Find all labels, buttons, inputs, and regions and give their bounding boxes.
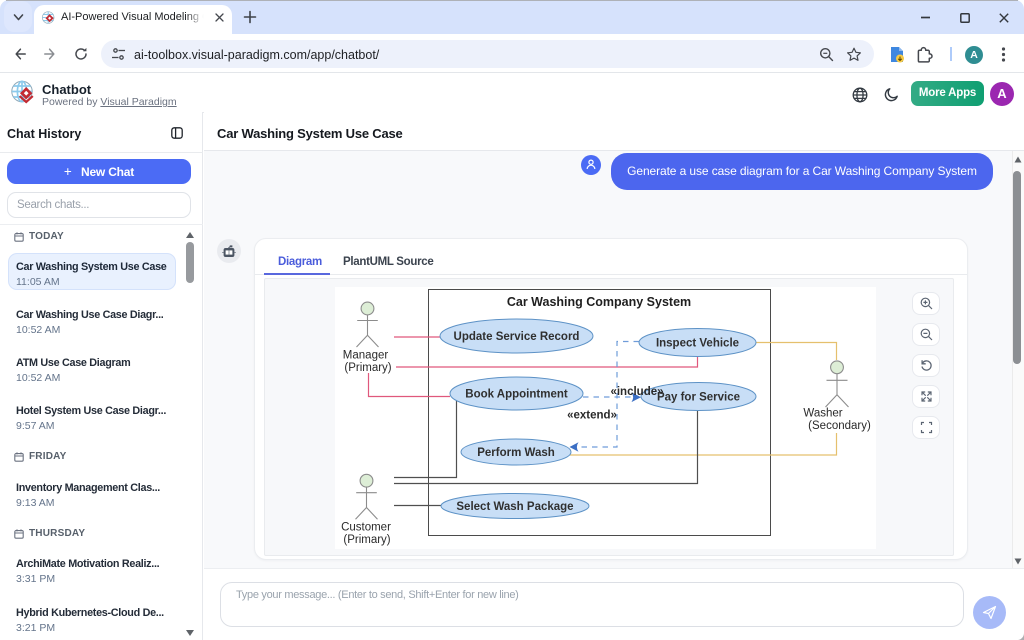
svg-text:Update Service Record: Update Service Record [454,331,580,343]
svg-text:Manager: Manager [343,350,389,362]
svg-text:«include»: «include» [610,386,663,398]
svg-text:(Primary): (Primary) [343,534,390,546]
svg-text:Washer: Washer [803,408,842,420]
svg-text:Pay for Service: Pay for Service [657,392,740,404]
svg-text:Select Wash Package: Select Wash Package [456,501,573,513]
svg-text:Customer: Customer [341,522,391,534]
svg-text:Book Appointment: Book Appointment [465,389,568,401]
svg-text:Perform Wash: Perform Wash [477,447,555,459]
svg-text:(Secondary): (Secondary) [808,420,871,432]
svg-text:(Primary): (Primary) [344,362,391,374]
svg-text:«extend»: «extend» [567,410,617,422]
svg-text:Inspect Vehicle: Inspect Vehicle [656,338,739,350]
svg-text:Car Washing Company System: Car Washing Company System [507,295,691,309]
